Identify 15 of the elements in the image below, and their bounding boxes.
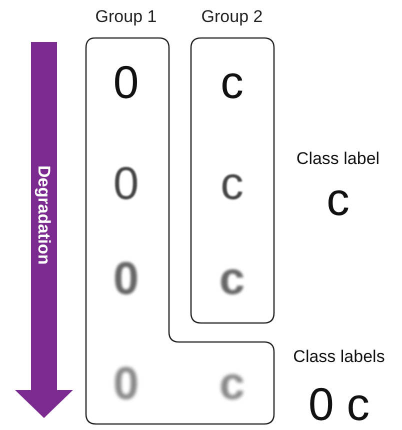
group-heading: Group 2 <box>201 8 263 25</box>
degraded-character: c <box>220 160 244 206</box>
character: 0 <box>113 59 139 105</box>
direction-label: Degradation <box>36 165 52 265</box>
class-label-value: c <box>326 176 350 222</box>
degraded-character: c <box>219 360 245 406</box>
class-label-heading: Class label <box>296 150 380 167</box>
degraded-character: 0 <box>113 360 139 406</box>
degraded-character: 0 <box>113 160 139 206</box>
degraded-character: c <box>219 255 245 301</box>
class-label-heading: Class labels <box>293 348 385 365</box>
group-heading: Group 1 <box>95 8 157 25</box>
character: c <box>220 59 244 105</box>
class-label-value: 0 c <box>308 381 370 427</box>
degraded-character: 0 <box>113 255 139 301</box>
